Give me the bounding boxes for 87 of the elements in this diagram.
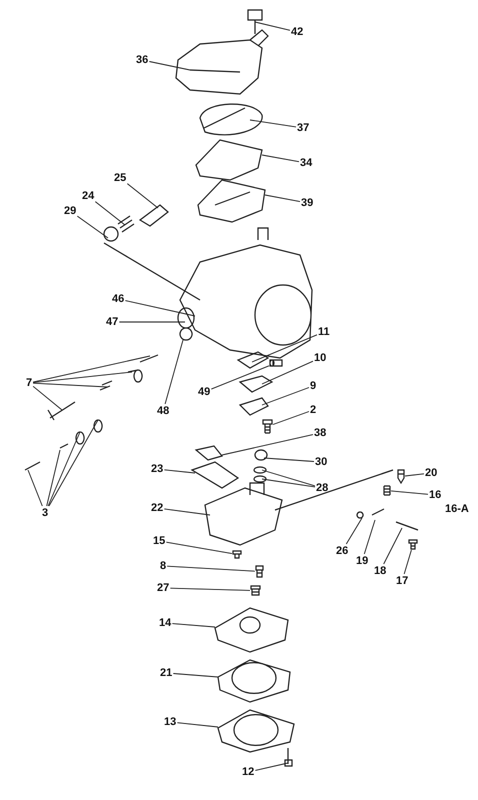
spring-drawing <box>383 485 391 496</box>
leader-line <box>48 432 80 506</box>
leader-line <box>164 508 210 516</box>
callout-number: 42 <box>291 26 304 38</box>
leader-line <box>254 762 288 771</box>
leader-line <box>346 518 362 544</box>
leader-line <box>32 372 132 384</box>
callout-number: 18 <box>374 565 386 577</box>
screw-drawing <box>408 539 418 550</box>
leader-line <box>254 22 290 31</box>
leader-line <box>262 360 314 384</box>
leader-line <box>32 386 62 410</box>
callout-number: 15 <box>153 535 166 547</box>
leader-line <box>252 334 318 362</box>
leader-line <box>404 473 424 476</box>
callout-number: 7 <box>26 377 32 389</box>
leader-line <box>262 387 310 406</box>
leader-line <box>364 520 376 554</box>
callout-number: 20 <box>425 467 438 479</box>
callout-number: 34 <box>300 157 312 169</box>
leader-line <box>166 542 232 554</box>
callout-number: 24 <box>82 190 94 202</box>
leader-line <box>28 470 43 506</box>
leader-line <box>264 458 314 462</box>
leader-line <box>262 154 300 162</box>
leader-line <box>262 470 316 486</box>
callout-number: 10 <box>314 352 326 364</box>
leader-line <box>390 490 428 495</box>
callout-number: 11 <box>318 326 330 338</box>
callout-number: 17 <box>396 575 408 587</box>
leader-line <box>172 623 216 628</box>
callout-number: 12 <box>242 766 254 778</box>
callout-number: 29 <box>64 205 76 217</box>
leader-line <box>164 340 184 404</box>
needle-drawing <box>397 469 405 484</box>
leader-line <box>250 120 296 128</box>
leader-line <box>222 434 314 456</box>
callout-number: 8 <box>160 560 166 572</box>
callout-number: 16-A <box>445 503 469 515</box>
leader-line <box>383 528 402 564</box>
callout-number: 9 <box>310 380 316 392</box>
leader-line <box>172 673 218 678</box>
leader-line <box>404 550 412 574</box>
leader-line <box>46 450 60 506</box>
leader-line <box>32 382 108 388</box>
callout-number: 22 <box>151 502 164 514</box>
callout-number: 28 <box>316 482 328 494</box>
leader-line <box>32 356 150 383</box>
screw-drawing <box>262 419 273 434</box>
leader-line <box>170 588 250 591</box>
callout-number: 23 <box>151 463 164 475</box>
leader-line <box>164 469 196 474</box>
leader-line <box>124 300 196 316</box>
leader-line <box>48 420 98 506</box>
callout-number: 13 <box>164 716 176 728</box>
callout-number: 36 <box>136 54 148 66</box>
leader-line <box>166 566 256 572</box>
callout-number: 19 <box>356 555 368 567</box>
plug-drawing <box>255 565 264 578</box>
leader-line <box>264 194 300 202</box>
screw-drawing <box>232 550 242 559</box>
callout-number: 46 <box>112 293 124 305</box>
leader-line <box>76 216 108 238</box>
leader-line <box>94 201 126 226</box>
callout-number: 38 <box>314 427 326 439</box>
callout-number: 47 <box>106 316 118 328</box>
leader-line <box>126 183 158 208</box>
callout-number: 48 <box>157 405 170 417</box>
callout-number: 16 <box>429 489 442 501</box>
callout-number: 37 <box>297 122 310 134</box>
callout-number: 3 <box>42 507 48 519</box>
leader-line <box>262 478 316 488</box>
leader-line <box>210 365 270 390</box>
leader-line <box>176 722 218 728</box>
callout-number: 26 <box>336 545 348 557</box>
callout-number: 30 <box>315 456 328 468</box>
callout-number: 49 <box>198 386 210 398</box>
callout-number: 2 <box>310 404 316 416</box>
callout-number: 27 <box>157 582 170 594</box>
callout-number: 25 <box>114 172 126 184</box>
leader-line <box>148 61 190 70</box>
callout-number: 14 <box>159 617 172 629</box>
pin-drawing <box>269 359 283 367</box>
callout-number: 21 <box>160 667 172 679</box>
leader-line <box>272 411 310 425</box>
callout-number: 39 <box>301 197 314 209</box>
plug-drawing <box>250 585 261 596</box>
